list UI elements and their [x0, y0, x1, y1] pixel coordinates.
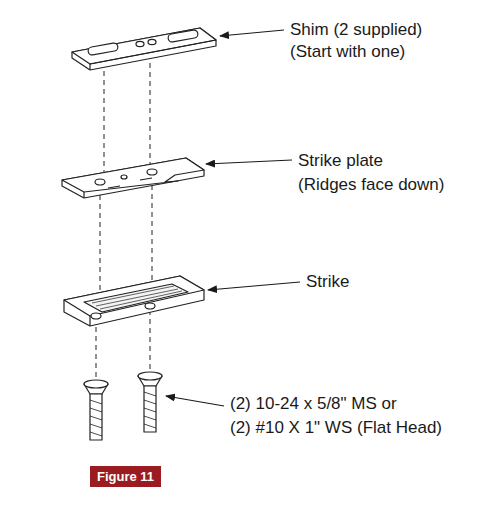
alignment-lines — [96, 54, 152, 380]
part-label: Strike plate — [298, 151, 383, 171]
part-label: Shim (2 supplied) — [290, 20, 422, 40]
shim — [72, 28, 216, 70]
figure-caption: Figure 11 — [90, 466, 161, 487]
part-label: (2) #10 X 1" WS (Flat Head) — [230, 418, 442, 438]
strike-ridges — [92, 286, 182, 309]
part-label: (2) 10-24 x 5/8" MS or — [230, 394, 397, 414]
part-label: Strike — [306, 272, 349, 292]
exploded-parts — [62, 28, 300, 440]
part-label: (Start with one) — [290, 42, 405, 62]
strike-plate — [62, 158, 204, 198]
strike — [64, 276, 204, 326]
screws — [84, 372, 162, 440]
leader-lines — [166, 30, 300, 406]
part-label: (Ridges face down) — [298, 175, 444, 195]
